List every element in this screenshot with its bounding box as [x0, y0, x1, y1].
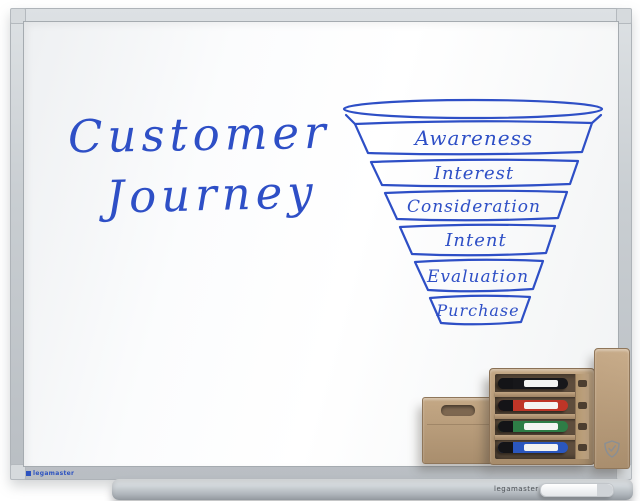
funnel-label-purchase: Purchase: [435, 301, 519, 320]
whiteboard-frame: Customer Journey Awareness Interest Cons…: [10, 8, 632, 480]
frame-corner-cap: [616, 8, 632, 24]
brand-mark-icon: [26, 471, 31, 476]
funnel-label-awareness: Awareness: [413, 126, 533, 150]
green-marker: [498, 421, 568, 432]
slot-notch: [578, 380, 587, 387]
wooden-letter-tray: [422, 397, 494, 464]
pen-tray: legamaster: [112, 479, 633, 500]
blue-marker: [498, 442, 568, 453]
whiteboard-surface: Customer Journey Awareness Interest Cons…: [24, 22, 618, 466]
marker-slot-rail: [575, 374, 589, 459]
tray-brand-text: legamaster: [494, 485, 539, 493]
slot-notch: [578, 402, 587, 409]
marker-cap: [498, 378, 513, 389]
funnel-label-interest: Interest: [433, 163, 514, 184]
funnel-stage-purchase: [428, 294, 532, 326]
slot-notch: [578, 423, 587, 430]
marker-label-stripe: [524, 423, 558, 430]
marker-cap: [597, 484, 613, 496]
title-line-1: Customer: [67, 105, 331, 164]
wooden-divider: [495, 414, 577, 419]
wooden-divider: [495, 392, 577, 397]
funnel-rim-connector-left: [344, 113, 357, 126]
funnel-rim: [342, 98, 604, 120]
funnel-diagram: Awareness Interest Consideration Intent …: [342, 98, 604, 326]
tray-handle-slot: [441, 405, 475, 416]
frame-corner-cap: [10, 464, 26, 480]
funnel-label-intent: Intent: [444, 230, 506, 251]
funnel-stage-intent: [398, 223, 557, 257]
shield-check-icon: [604, 440, 620, 458]
frame-brand-logo: legamaster: [26, 470, 74, 477]
funnel-stage-awareness: [353, 120, 594, 156]
funnel-rim-connector-right: [590, 113, 603, 125]
wooden-side-panel: [594, 348, 630, 469]
black-marker: [498, 378, 568, 389]
marker-label-stripe: [524, 380, 558, 387]
wooden-marker-holder: [489, 368, 595, 465]
funnel-stage-consideration: [383, 189, 569, 222]
funnel-label-evaluation: Evaluation: [426, 267, 529, 287]
funnel-stage-evaluation: [413, 258, 545, 293]
marker-cap: [498, 421, 513, 432]
funnel-label-consideration: Consideration: [407, 197, 541, 217]
tray-ridge: [427, 424, 489, 425]
red-marker: [498, 400, 568, 411]
marker-holder-interior: [495, 374, 589, 459]
frame-corner-cap: [10, 8, 26, 24]
white-marker-on-tray: [540, 483, 614, 497]
wooden-divider: [495, 435, 577, 440]
marker-cap: [498, 442, 513, 453]
marker-label-stripe: [524, 444, 558, 451]
frame-brand-text: legamaster: [33, 470, 75, 477]
marker-label-stripe: [524, 402, 558, 409]
marker-cap: [498, 400, 513, 411]
funnel-stage-interest: [369, 158, 580, 188]
slot-notch: [578, 444, 587, 451]
title-line-2: Journey: [105, 165, 319, 224]
